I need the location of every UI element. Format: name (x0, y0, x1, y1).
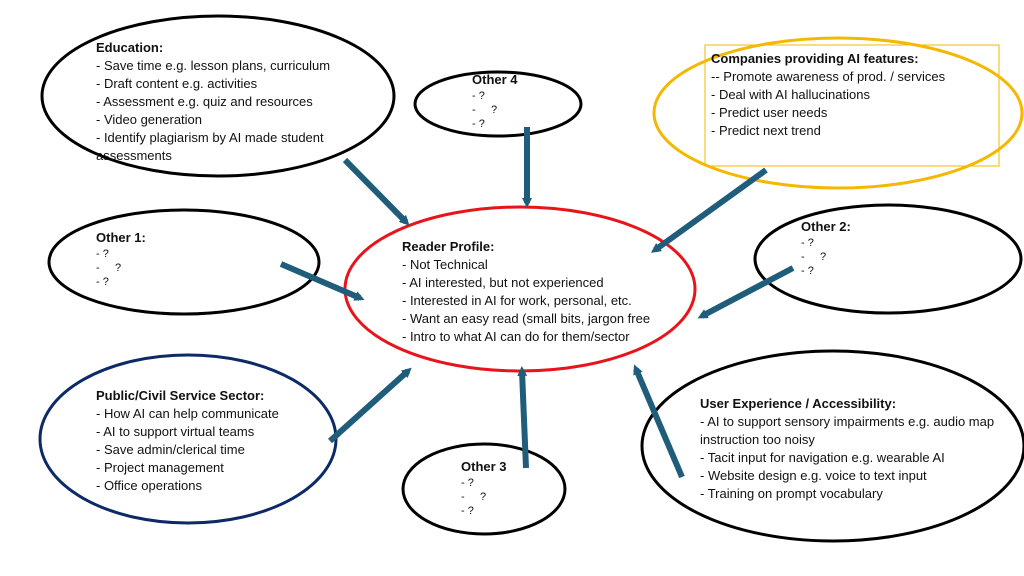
education-item: - Save time e.g. lesson plans, curriculu… (96, 58, 331, 73)
other2-item: - ? (801, 265, 814, 277)
companies-item: -- Promote awareness of prod. / services (711, 69, 946, 84)
other3-item: - ? (461, 477, 474, 489)
other1-item: - ? (96, 262, 122, 274)
companies-textbox-border (704, 44, 1000, 167)
companies-item: - Predict next trend (711, 123, 821, 138)
other4-box: Other 4 - ? - ? - ? (472, 72, 562, 131)
other3-item: - ? (461, 505, 474, 517)
education-box: Education: - Save time e.g. lesson plans… (96, 39, 386, 165)
reader-profile-box: Reader Profile: - Not Technical - AI int… (402, 238, 692, 346)
other4-item: - ? (472, 104, 498, 116)
education-item: - Draft content e.g. activities (96, 76, 258, 91)
ux-item: - AI to support sensory impairments e.g.… (700, 414, 995, 447)
public-item: - Office operations (96, 478, 202, 493)
other2-item: - ? (801, 251, 827, 263)
reader-profile-title: Reader Profile: (402, 239, 495, 254)
arrow-other3 (517, 366, 529, 469)
other4-ellipse (413, 70, 583, 138)
public-item: - AI to support virtual teams (96, 424, 255, 439)
arrow-other2 (697, 265, 795, 319)
other1-title: Other 1: (96, 230, 146, 245)
arrow-public (327, 367, 412, 444)
other1-item: - ? (96, 248, 109, 260)
arrow-other1 (279, 261, 365, 301)
other3-title: Other 3 (461, 459, 507, 474)
ux-item: - Tacit input for navigation e.g. wearab… (700, 450, 945, 465)
companies-item: - Predict user needs (711, 105, 828, 120)
public-item: - Save admin/clerical time (96, 442, 245, 457)
arrow-education (342, 157, 410, 226)
other2-title: Other 2: (801, 219, 851, 234)
arrow-ux (633, 364, 685, 479)
companies-ellipse (652, 36, 1024, 190)
other3-box: Other 3 - ? - ? - ? (461, 459, 551, 518)
ux-ellipse (640, 349, 1024, 543)
public-item: - Project management (96, 460, 224, 475)
public-item: - How AI can help communicate (96, 406, 279, 421)
other4-item: - ? (472, 90, 485, 102)
other1-ellipse (47, 208, 321, 316)
other3-item: - ? (461, 491, 487, 503)
other1-box: Other 1: - ? - ? - ? (96, 230, 186, 289)
ux-box: User Experience / Accessibility: - AI to… (700, 395, 1000, 503)
other2-item: - ? (801, 237, 814, 249)
arrow-companies (650, 167, 768, 253)
other2-ellipse (753, 203, 1023, 315)
companies-box: Companies providing AI features: -- Prom… (711, 50, 996, 140)
companies-item: - Deal with AI hallucinations (711, 87, 870, 102)
other2-box: Other 2: - ? - ? - ? (801, 219, 891, 278)
education-title: Education: (96, 40, 164, 55)
reader-profile-item: - Not Technical (402, 257, 488, 272)
education-item: - Assessment e.g. quiz and resources (96, 94, 313, 109)
education-ellipse (40, 14, 396, 178)
ux-item: - Website design e.g. voice to text inpu… (700, 468, 927, 483)
education-item: - Identify plagiarism by AI made student… (96, 130, 324, 163)
other1-item: - ? (96, 276, 109, 288)
education-item: - Video generation (96, 112, 203, 127)
public-title: Public/Civil Service Sector: (96, 388, 265, 403)
other4-title: Other 4 (472, 72, 518, 87)
public-box: Public/Civil Service Sector: - How AI ca… (96, 387, 336, 495)
reader-profile-item: - Intro to what AI can do for them/secto… (402, 329, 630, 344)
reader-profile-item: - Interested in AI for work, personal, e… (402, 293, 632, 308)
other4-item: - ? (472, 118, 485, 130)
reader-profile-item: - AI interested, but not experienced (402, 275, 604, 290)
reader-profile-item: - Want an easy read (small bits, jargon … (402, 311, 651, 326)
ux-item: - Training on prompt vocabulary (700, 486, 883, 501)
companies-title: Companies providing AI features: (711, 51, 919, 66)
ux-title: User Experience / Accessibility: (700, 396, 897, 411)
